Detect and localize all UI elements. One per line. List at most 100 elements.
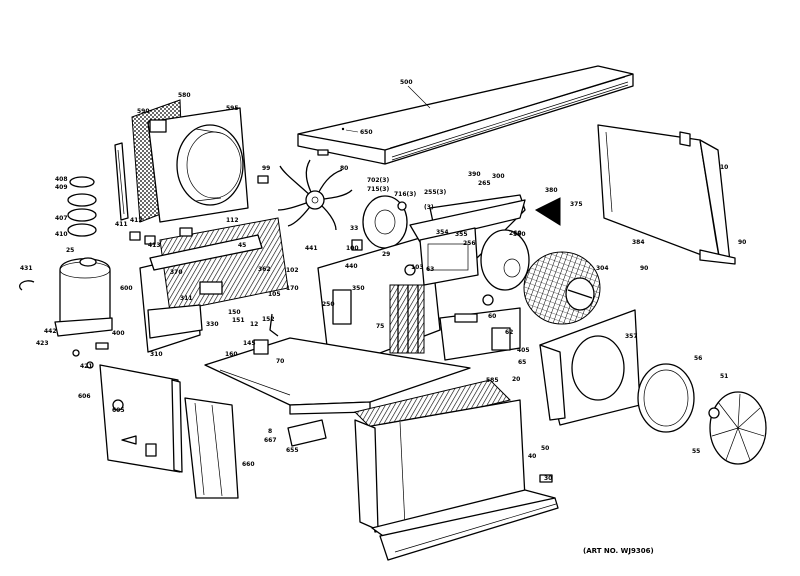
callout-label: 660 — [242, 461, 255, 468]
callout-label: 152 — [262, 316, 275, 323]
callout-label: 413 — [148, 242, 161, 249]
small-fasteners — [67, 176, 494, 369]
callout-label: 354 — [436, 229, 449, 236]
control-bracket — [439, 307, 521, 361]
insulation-wedge — [534, 197, 561, 226]
callout-label: 12 — [250, 321, 258, 328]
callout-label: 407 — [55, 215, 68, 222]
callout-label: 300 — [492, 173, 505, 180]
callout-label: 265 — [478, 180, 491, 187]
callout-label: 590 — [137, 108, 150, 115]
evaporator-coil — [389, 284, 425, 354]
callout-label: 255(3) — [424, 189, 446, 196]
callout-label: 330 — [206, 321, 219, 328]
callout-label: 45 — [238, 242, 246, 249]
callout-label: 105 — [268, 291, 281, 298]
callout-label: 25 — [66, 247, 74, 254]
blower-wheel — [523, 251, 601, 325]
callout-label: 103 — [411, 264, 424, 271]
scroll-housing — [362, 194, 530, 291]
callout-label: 400 — [112, 330, 125, 337]
callout-label: 311 — [180, 295, 193, 302]
callout-label: 380 — [545, 187, 558, 194]
condenser-coil — [354, 379, 526, 533]
callout-label: 442 — [44, 328, 57, 335]
callout-label: 33 — [350, 225, 358, 232]
callout-label: 600 — [120, 285, 133, 292]
callout-label: 500 — [400, 79, 413, 86]
callout-label: 390 — [468, 171, 481, 178]
callout-label: 350 — [352, 285, 365, 292]
callout-label: 170 — [286, 285, 299, 292]
callout-label: 55 — [692, 448, 700, 455]
left-side-panel — [99, 364, 183, 473]
callout-label: 440 — [345, 263, 358, 270]
callout-label: 30 — [544, 475, 552, 482]
callout-label: 421 — [80, 363, 93, 370]
right-side-panel — [597, 124, 736, 265]
callout-label: 29 — [382, 251, 390, 258]
callout-label: 405 — [517, 347, 530, 354]
callout-label: 431 — [20, 265, 33, 272]
condenser-fan-blade — [257, 159, 353, 231]
callout-label: (3) — [424, 204, 434, 211]
callout-label: 716(3) — [394, 191, 416, 198]
callout-label: 56 — [694, 355, 702, 362]
callout-label: 702(3) — [367, 177, 389, 184]
top-cover — [297, 65, 634, 165]
callout-label: 112 — [226, 217, 239, 224]
callout-label: 357 — [625, 333, 638, 340]
callout-label: 65 — [518, 359, 526, 366]
callout-label: 384 — [632, 239, 645, 246]
callout-label: 70 — [276, 358, 284, 365]
callout-label: 51 — [720, 373, 728, 380]
callout-label: 580 — [178, 92, 191, 99]
callout-label: 606 — [78, 393, 91, 400]
callout-label: 50 — [541, 445, 549, 452]
callout-label: 260 — [509, 230, 522, 237]
callout-label: 409 — [55, 184, 68, 191]
callout-label: 100 — [346, 245, 359, 252]
callout-label: 304 — [596, 265, 609, 272]
callout-label: 256 — [463, 240, 476, 247]
orifice-ring — [637, 363, 695, 433]
callout-label: 150 — [228, 309, 241, 316]
base-pan — [204, 337, 471, 415]
callout-label: 310 — [150, 351, 163, 358]
callout-label: 423 — [36, 340, 49, 347]
callout-label: 595 — [226, 105, 239, 112]
callout-label: 650 — [360, 129, 373, 136]
callout-label: 370 — [170, 269, 183, 276]
callout-label: 250 — [322, 301, 335, 308]
callout-label: 585 — [486, 377, 499, 384]
callout-label: 160 — [225, 351, 238, 358]
control-box — [139, 217, 289, 353]
callout-label: 375 — [570, 201, 583, 208]
side-divider-panel — [184, 397, 239, 499]
callout-label: 20 — [512, 376, 520, 383]
callout-label: 145 — [243, 340, 256, 347]
callout-label: 411 — [115, 221, 128, 228]
callout-label: 550 — [513, 231, 526, 238]
callout-label: 75 — [376, 323, 384, 330]
front-base-rail — [371, 474, 559, 561]
callout-label: 80 — [340, 165, 348, 172]
callout-label: 362 — [258, 266, 271, 273]
callout-label: 90 — [738, 239, 746, 246]
callout-labels: 500 650 580 590 595 10 90 80 408 409 407… — [20, 79, 746, 482]
callout-label: 102 — [286, 267, 299, 274]
callout-label: 715(3) — [367, 186, 389, 193]
front-blower-housing — [539, 309, 641, 426]
callout-label: 60 — [488, 313, 496, 320]
callout-label: 62 — [505, 329, 513, 336]
callout-label: 410 — [55, 231, 68, 238]
support-bracket — [287, 419, 327, 447]
indoor-fan — [708, 391, 767, 465]
callout-label: 441 — [305, 245, 318, 252]
callout-label: 412 — [130, 217, 143, 224]
callout-label: 408 — [55, 176, 68, 183]
callout-label: 63 — [426, 266, 434, 273]
compressor — [19, 257, 113, 337]
callout-label: 90 — [640, 265, 648, 272]
